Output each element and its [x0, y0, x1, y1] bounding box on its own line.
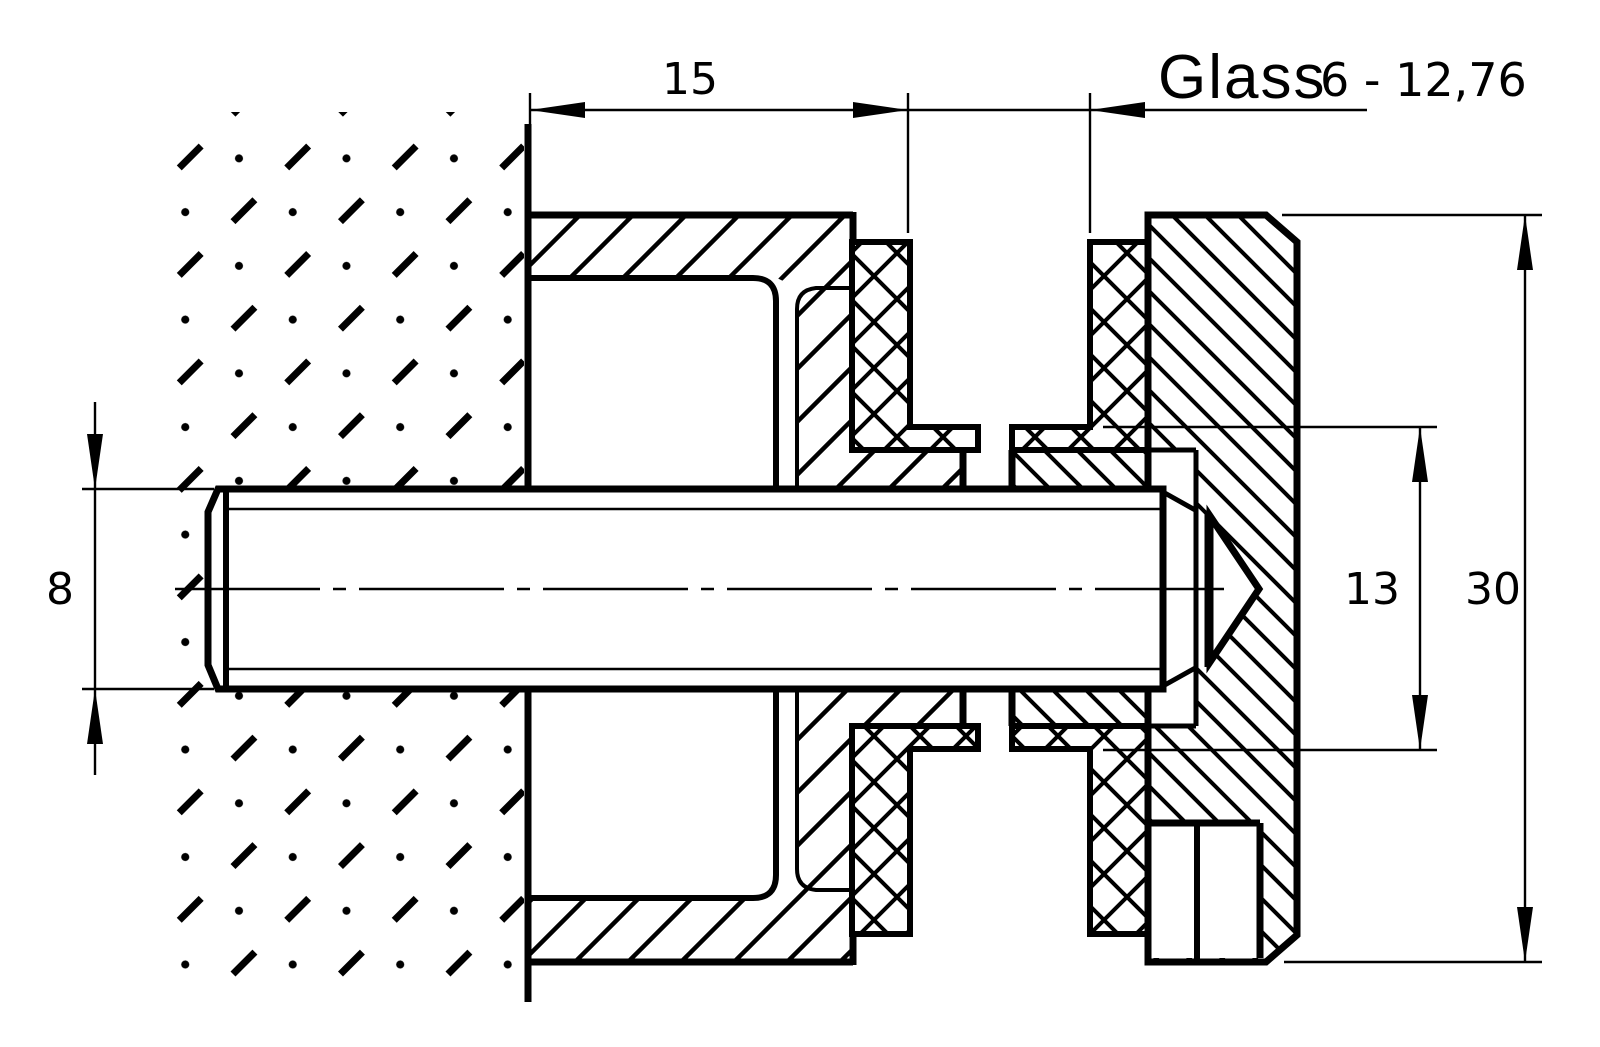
arrow-down-icon — [1517, 907, 1533, 962]
gasket-top-right — [1009, 239, 1151, 453]
gasket-top-left — [849, 239, 981, 453]
arrow-up-icon — [87, 689, 103, 744]
gasket-bottom-left — [849, 723, 981, 937]
cap-hatch — [1148, 215, 1297, 962]
gasket-bottom-right — [1009, 723, 1151, 937]
dimension-stud-8: 8 — [46, 402, 214, 775]
body-section — [528, 211, 967, 966]
arrow-down-icon — [1412, 695, 1428, 750]
dim-value-15: 15 — [662, 54, 718, 105]
arrow-down-icon — [87, 434, 103, 489]
dim-value-30: 30 — [1465, 564, 1521, 615]
cap-top-collar-hatch — [1012, 450, 1148, 489]
cap-section — [1008, 211, 1301, 966]
gaskets — [849, 239, 1151, 937]
cap-bottom-collar-hatch — [1012, 689, 1148, 726]
threaded-stud — [175, 485, 1264, 693]
arrow-up-icon — [1412, 427, 1428, 482]
body-outline — [528, 211, 967, 966]
arrow-right-icon — [853, 102, 908, 118]
cap-outline — [1008, 211, 1301, 966]
body-top-flange-hatch — [528, 215, 853, 450]
dim-value-13: 13 — [1344, 564, 1400, 615]
arrow-left-icon — [530, 102, 585, 118]
glass-thickness-label: Glass 6 - 12,76 — [1158, 43, 1527, 112]
glass-word: Glass — [1158, 43, 1326, 112]
body-bottom-seat-hatch — [797, 689, 963, 726]
dimension-standoff-15: 15 — [528, 54, 1367, 233]
body-bottom-flange-hatch — [528, 726, 853, 962]
glass-range-value: 6 - 12,76 — [1320, 53, 1527, 107]
arrow-up-icon — [1517, 215, 1533, 270]
arrow-left-icon — [1090, 102, 1145, 118]
dim-value-8: 8 — [46, 564, 74, 615]
body-top-seat-hatch — [797, 450, 963, 489]
dimension-bore-13: 13 — [1103, 425, 1437, 752]
dimension-cap-30: 30 — [1282, 213, 1542, 964]
